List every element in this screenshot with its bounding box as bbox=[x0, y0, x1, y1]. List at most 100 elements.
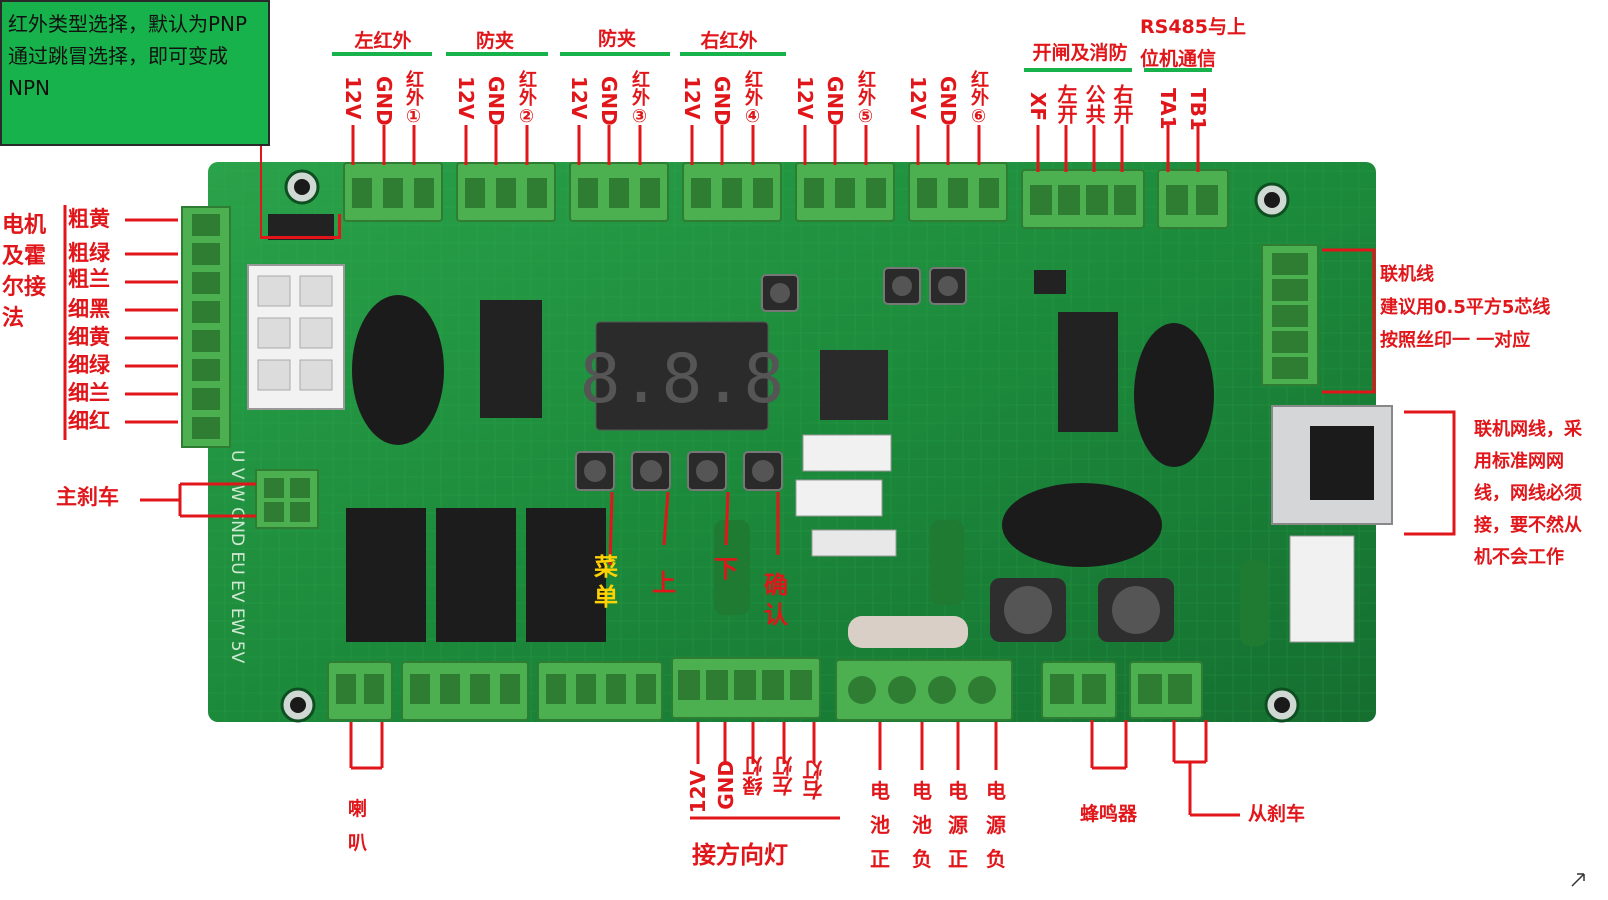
ir-type-note: 红外类型选择，默认为PNP 通过跳冒选择，即可变成 NPN bbox=[0, 0, 270, 146]
wire-label: 细红 bbox=[68, 409, 110, 433]
pin-label: GND bbox=[936, 76, 960, 126]
pin-label: 12V bbox=[793, 76, 817, 120]
group-bar bbox=[1144, 68, 1212, 72]
network-line: 机不会工作 bbox=[1474, 547, 1564, 568]
power-char: 负 bbox=[986, 847, 1006, 871]
pin-label: 右开 bbox=[1110, 84, 1134, 124]
power-char: 正 bbox=[870, 847, 890, 871]
down-button-label: 下 bbox=[714, 555, 738, 583]
power-char: 源 bbox=[986, 813, 1006, 837]
power-char: 正 bbox=[948, 847, 968, 871]
horn-char: 喇 bbox=[348, 798, 368, 820]
pin-label: 红外③ bbox=[629, 70, 650, 127]
pin-label: TA1 bbox=[1156, 88, 1180, 130]
title-line: 尔接 bbox=[2, 275, 47, 300]
group-bar bbox=[1024, 68, 1132, 72]
title-line: 法 bbox=[2, 306, 25, 331]
link-line: 按照丝印一 一对应 bbox=[1380, 330, 1531, 351]
horn-label: 喇 叭 bbox=[348, 792, 367, 860]
group-bar bbox=[680, 52, 786, 56]
turn-pin-label: 右灯 bbox=[802, 760, 826, 800]
label-left-ir: 左红外 bbox=[354, 30, 412, 52]
network-line: 线，网线必须 bbox=[1474, 483, 1582, 504]
power-char: 电 bbox=[870, 779, 890, 803]
pin-label: 公共 bbox=[1082, 84, 1106, 124]
pin-label: 12V bbox=[680, 76, 704, 120]
main-brake-label: 主刹车 bbox=[56, 485, 119, 509]
power-label: 电 源 正 bbox=[948, 774, 968, 876]
network-line: 用标准网网 bbox=[1474, 451, 1564, 472]
slave-brake-label: 从刹车 bbox=[1248, 803, 1306, 825]
motor-hall-title: 电机 及霍 尔接 法 bbox=[2, 210, 46, 334]
pin-label: 红外④ bbox=[742, 70, 763, 127]
title-line: 及霍 bbox=[2, 244, 47, 269]
pin-label: 左开 bbox=[1054, 84, 1078, 124]
wire-label: 粗黄 bbox=[68, 207, 110, 231]
note-line: NPN bbox=[8, 76, 50, 100]
turn-pin-label: 12V bbox=[686, 770, 710, 814]
turn-pin-label: 左灯 bbox=[772, 756, 796, 796]
menu-char: 菜 bbox=[594, 553, 618, 581]
turn-pin-label: GND bbox=[714, 760, 738, 810]
menu-char: 单 bbox=[594, 583, 618, 611]
group-bar bbox=[560, 52, 670, 56]
network-cable-note: 联机网线，采 用标准网网 线，网线必须 接，要不然从 机不会工作 bbox=[1474, 414, 1582, 574]
label-right-ir: 右红外 bbox=[700, 30, 758, 52]
label-rs485-1: RS485与上 bbox=[1140, 16, 1246, 38]
wire-label: 细兰 bbox=[68, 381, 110, 405]
pin-label: 红外② bbox=[516, 70, 537, 127]
group-bar bbox=[332, 52, 432, 56]
pin-label: 12V bbox=[341, 76, 365, 120]
power-char: 源 bbox=[948, 813, 968, 837]
power-char: 池 bbox=[870, 813, 890, 837]
pin-label: XF bbox=[1026, 92, 1050, 122]
wire-label: 粗绿 bbox=[68, 241, 110, 265]
menu-button-label: 菜 单 bbox=[594, 552, 618, 612]
network-line: 接，要不然从 bbox=[1474, 515, 1582, 536]
pin-label: GND bbox=[710, 76, 734, 126]
label-rs485-2: 位机通信 bbox=[1140, 48, 1217, 70]
pin-label: GND bbox=[484, 76, 508, 126]
seven-segment-display: 8.8.8 bbox=[580, 340, 785, 419]
network-line: 联机网线，采 bbox=[1474, 419, 1582, 440]
power-label: 电 池 负 bbox=[912, 774, 932, 876]
horn-char: 叭 bbox=[348, 832, 368, 854]
title-line: 电机 bbox=[2, 213, 47, 238]
power-char: 电 bbox=[912, 779, 932, 803]
label-gate-fire: 开闸及消防 bbox=[1032, 42, 1128, 64]
pin-label: 12V bbox=[906, 76, 930, 120]
wire-label: 粗兰 bbox=[68, 267, 110, 291]
wire-label: 细黑 bbox=[68, 297, 110, 321]
pin-label: GND bbox=[597, 76, 621, 126]
link-line: 建议用0.5平方5芯线 bbox=[1380, 297, 1551, 318]
power-char: 电 bbox=[948, 779, 968, 803]
turn-lamp-title: 接方向灯 bbox=[692, 841, 788, 869]
up-button-label: 上 bbox=[652, 569, 676, 597]
power-char: 池 bbox=[912, 813, 932, 837]
turn-pin-label: 绿灯 bbox=[742, 756, 766, 796]
buzzer-label: 蜂鸣器 bbox=[1080, 803, 1138, 825]
link-cable-note: 联机线 建议用0.5平方5芯线 按照丝印一 一对应 bbox=[1380, 258, 1550, 357]
note-line: 红外类型选择，默认为PNP bbox=[8, 12, 248, 36]
power-label: 电 池 正 bbox=[870, 774, 890, 876]
note-line: 通过跳冒选择，即可变成 bbox=[8, 44, 228, 68]
confirm-char: 确 bbox=[764, 571, 788, 599]
pin-label: TB1 bbox=[1186, 88, 1210, 131]
pin-label: 红外① bbox=[403, 70, 424, 127]
pcb-silk-text: U V W GND EU EV EW 5V bbox=[227, 450, 247, 664]
power-char: 负 bbox=[912, 847, 932, 871]
power-char: 电 bbox=[986, 779, 1006, 803]
label-anti-pinch-1: 防夹 bbox=[475, 30, 514, 52]
confirm-button-label: 确 认 bbox=[764, 570, 788, 630]
pin-label: 红外⑥ bbox=[968, 70, 989, 127]
collapse-icon bbox=[1571, 873, 1585, 887]
pin-label: 12V bbox=[454, 76, 478, 120]
pin-label: 12V bbox=[567, 76, 591, 120]
confirm-char: 认 bbox=[764, 601, 788, 629]
wire-label: 细黄 bbox=[68, 325, 110, 349]
label-anti-pinch-2: 防夹 bbox=[597, 28, 636, 50]
power-label: 电 源 负 bbox=[986, 774, 1006, 876]
group-bar bbox=[446, 52, 548, 56]
